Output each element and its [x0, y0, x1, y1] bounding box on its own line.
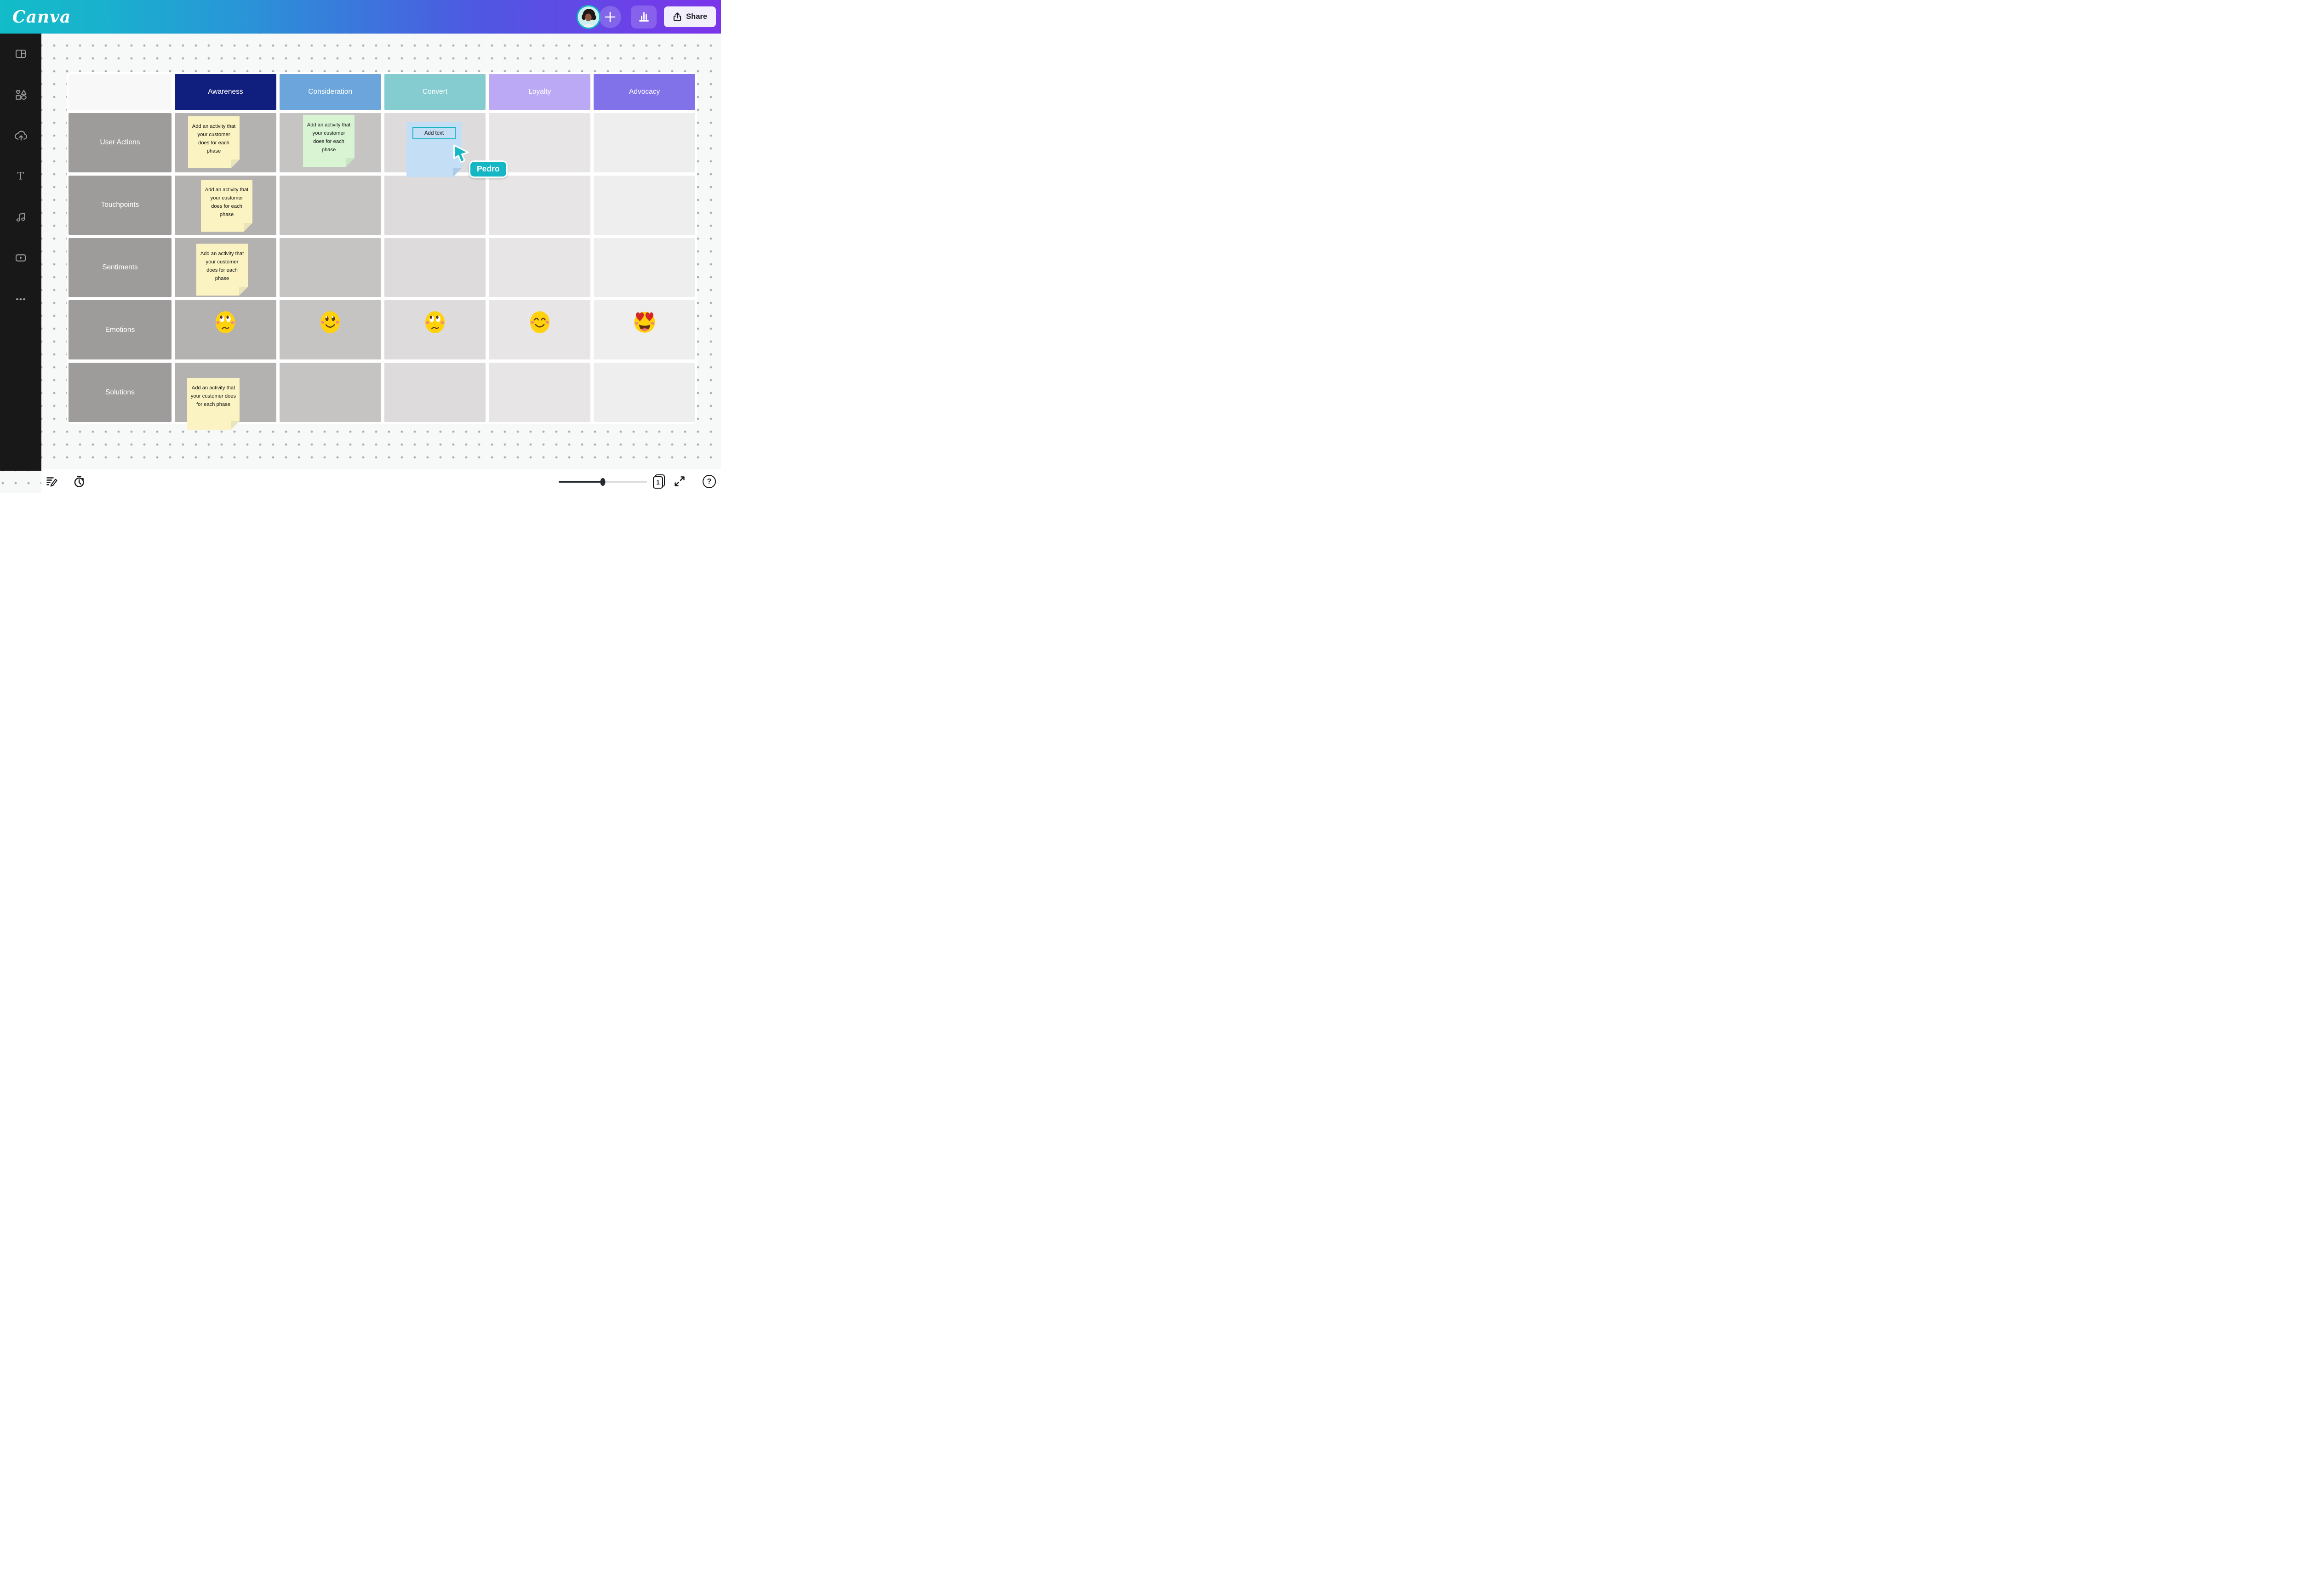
journey-cell[interactable]	[594, 238, 695, 297]
zoom-slider-thumb[interactable]	[600, 478, 606, 486]
pages-button[interactable]: 1	[653, 474, 665, 489]
share-button[interactable]: Share	[664, 6, 716, 27]
sidebar-item-videos[interactable]	[0, 245, 41, 271]
sticky-note[interactable]: Add an activity that your customer does …	[188, 116, 240, 168]
journey-cell[interactable]	[384, 238, 486, 297]
journey-cell[interactable]	[279, 300, 381, 360]
text-t-icon: T	[17, 171, 24, 182]
notes-icon	[46, 477, 57, 487]
journey-cell[interactable]	[279, 175, 381, 235]
add-text-box[interactable]: Add text	[412, 127, 456, 139]
notes-button[interactable]	[45, 475, 58, 488]
journey-cell[interactable]	[489, 363, 591, 422]
canva-whiteboard-app: Canva	[0, 0, 721, 493]
sidebar: T	[0, 34, 41, 471]
sticky-note[interactable]: Add an activity that your customer does …	[196, 244, 248, 296]
emoji-worried-face-eyes-up[interactable]	[424, 310, 446, 334]
elements-shapes-icon	[15, 90, 27, 100]
upload-cloud-icon	[14, 131, 27, 141]
sticky-note-blue[interactable]: Add text	[406, 122, 462, 177]
timer-button[interactable]	[73, 475, 86, 488]
row-header[interactable]: Emotions	[69, 300, 172, 360]
row-header[interactable]: Sentiments	[69, 238, 172, 297]
canva-logo[interactable]: Canva	[12, 7, 71, 27]
share-button-label: Share	[686, 12, 707, 21]
journey-cell[interactable]	[384, 175, 486, 235]
add-text-label: Add text	[424, 131, 444, 136]
journey-cell[interactable]	[384, 363, 486, 422]
sticky-note-fold	[231, 421, 240, 430]
emoji-worried-face-eyes-up[interactable]	[215, 310, 236, 334]
fullscreen-button[interactable]	[674, 475, 686, 487]
journey-cell[interactable]	[279, 363, 381, 422]
phase-header-loyalty[interactable]: Loyalty	[489, 74, 591, 110]
sticky-note[interactable]: Add an activity that your customer does …	[187, 378, 240, 430]
avatar-photo	[578, 6, 600, 28]
journey-cell[interactable]	[175, 300, 276, 360]
page-number: 1	[656, 479, 660, 486]
phase-header-consideration[interactable]: Consideration	[279, 74, 381, 110]
collaborator-name-badge: Pedro	[469, 160, 508, 178]
sticky-note[interactable]: Add an activity that your customer does …	[303, 115, 355, 167]
journey-cell[interactable]	[594, 175, 695, 235]
avatar[interactable]	[577, 5, 601, 29]
music-note-icon	[16, 213, 25, 222]
zoom-slider-fill	[559, 481, 603, 483]
share-upload-icon	[673, 12, 681, 21]
emoji-heart-eyes-face[interactable]	[633, 310, 656, 334]
sticky-note-text: Add an activity that your customer does …	[200, 251, 244, 282]
add-button[interactable]	[599, 6, 622, 28]
phase-header-advocacy[interactable]: Advocacy	[594, 74, 695, 110]
sticky-note-text: Add an activity that your customer does …	[192, 124, 236, 154]
plus-icon	[605, 11, 616, 22]
insights-button[interactable]	[631, 5, 657, 28]
help-label: ?	[707, 477, 712, 485]
top-bar: Canva	[0, 0, 721, 34]
timer-icon	[74, 476, 84, 487]
sticky-note-text: Add an activity that your customer does …	[205, 187, 249, 218]
journey-cell[interactable]	[489, 300, 591, 360]
emoji-smiling-face-closed-eyes[interactable]	[529, 310, 550, 334]
cursor-arrow-icon	[453, 144, 469, 163]
journey-cell[interactable]	[489, 175, 591, 235]
insights-chart-icon	[639, 12, 649, 22]
sidebar-item-elements[interactable]	[0, 82, 41, 108]
emoji-smiling-face-eyes-up[interactable]	[320, 310, 341, 334]
sidebar-item-more[interactable]	[0, 286, 41, 312]
sticky-note-text: Add an activity that your customer does …	[190, 385, 236, 408]
sticky-note[interactable]: Add an activity that your customer does …	[201, 180, 252, 232]
video-play-icon	[15, 254, 26, 262]
expand-arrows-icon	[675, 476, 685, 486]
journey-cell[interactable]	[594, 363, 695, 422]
collaborator-cursor: Pedro	[452, 143, 508, 178]
phase-header-awareness[interactable]: Awareness	[175, 74, 276, 110]
phase-header-convert[interactable]: Convert	[384, 74, 486, 110]
row-header[interactable]: Touchpoints	[69, 175, 172, 235]
table-corner-cell	[69, 74, 172, 110]
journey-cell[interactable]	[384, 300, 486, 360]
sidebar-item-text[interactable]: T	[0, 163, 41, 189]
help-button[interactable]: ?	[703, 475, 716, 488]
topbar-actions: Share	[577, 0, 716, 34]
row-header[interactable]: Solutions	[69, 363, 172, 422]
sticky-note-text: Add an activity that your customer does …	[307, 122, 351, 153]
journey-cell[interactable]	[594, 113, 695, 172]
design-panels-icon	[15, 49, 26, 58]
more-dots-icon	[16, 298, 26, 301]
svg-text:T: T	[17, 171, 24, 182]
zoom-slider[interactable]	[559, 478, 647, 486]
journey-cell[interactable]	[489, 238, 591, 297]
bottom-bar: 1 ?	[41, 469, 721, 493]
journey-cell[interactable]	[279, 238, 381, 297]
sidebar-item-audio[interactable]	[0, 204, 41, 230]
sidebar-item-design[interactable]	[0, 41, 41, 67]
row-header[interactable]: User Actions	[69, 113, 172, 172]
journey-cell[interactable]	[594, 300, 695, 360]
sidebar-item-uploads[interactable]	[0, 123, 41, 148]
